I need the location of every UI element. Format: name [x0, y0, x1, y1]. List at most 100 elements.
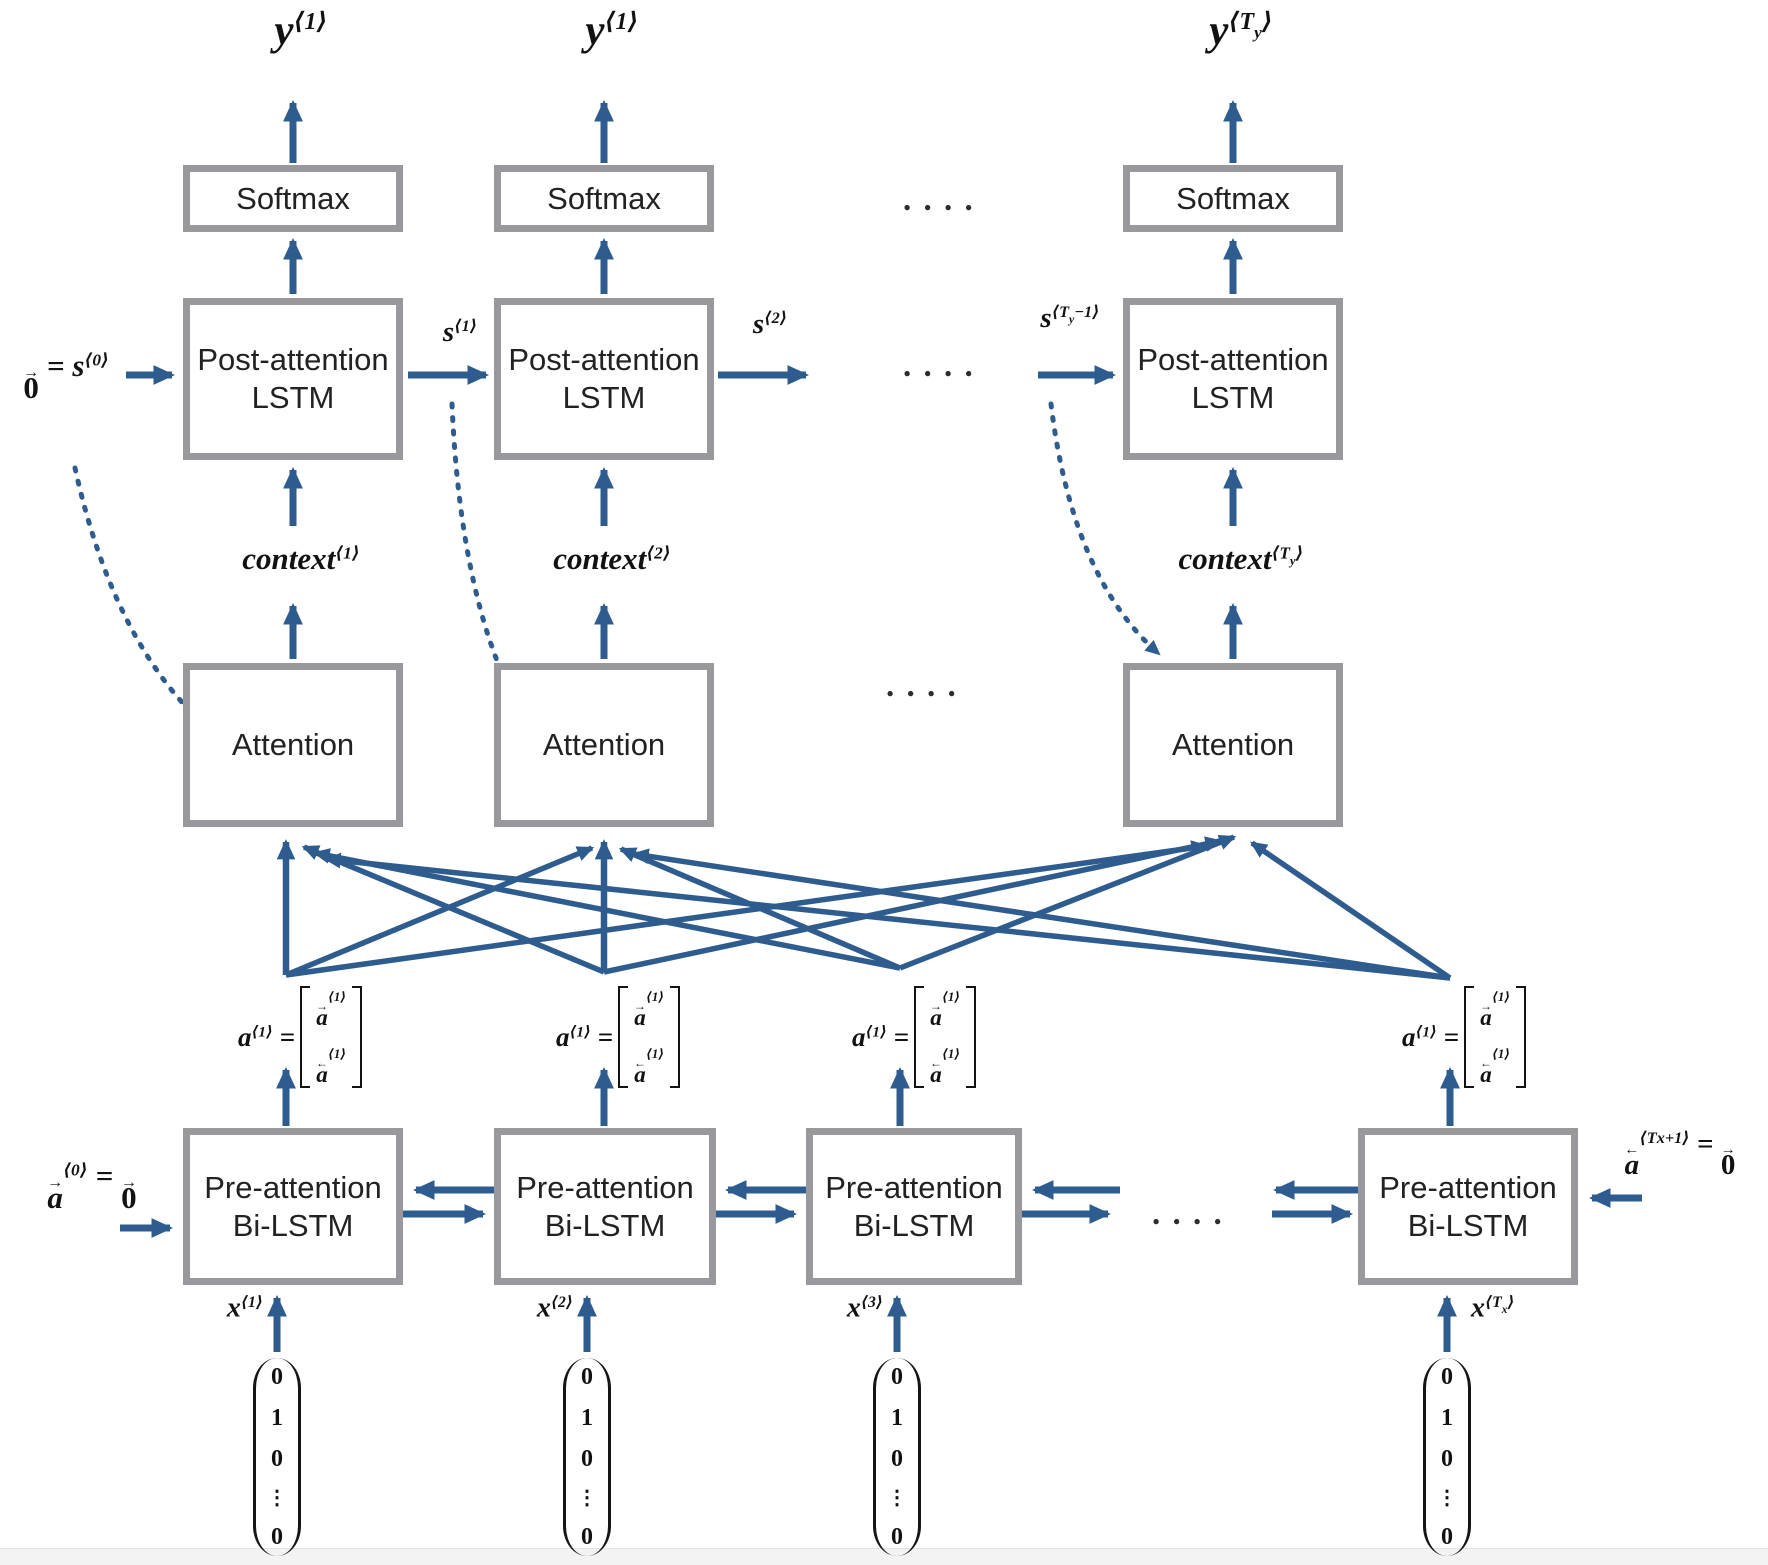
fan-line — [323, 852, 1451, 981]
pre-attention-bilstm-box: Pre-attention Bi-LSTM — [494, 1128, 716, 1285]
post-attention-lstm-box: Post-attention LSTM — [183, 298, 403, 460]
x-input-label: x⟨2⟩ — [536, 1292, 573, 1324]
left-bracket — [1464, 986, 1475, 1088]
a-forward-entry: →a⟨1⟩ — [1480, 990, 1511, 1031]
fan-line — [1250, 840, 1452, 981]
vector-entry: 1 — [1441, 1405, 1453, 1431]
a-vector-stack: →a⟨1⟩ ←a⟨1⟩ — [929, 987, 961, 1087]
fan-line — [285, 840, 1209, 978]
softmax-label: Softmax — [547, 180, 661, 216]
fan-line — [898, 834, 1237, 971]
a-equation-lhs: a⟨1⟩ = — [1402, 1021, 1460, 1052]
a-equation-lhs: a⟨1⟩ = — [556, 1021, 614, 1052]
ellipsis-bilstm-row: . . . . — [1152, 1196, 1224, 1232]
a-equation-lhs: a⟨1⟩ = — [852, 1021, 910, 1052]
right-bracket — [670, 986, 681, 1088]
context-label: context⟨1⟩ — [242, 541, 360, 576]
context-label: context⟨Ty⟩ — [1178, 541, 1304, 576]
a-forward-entry: →a⟨1⟩ — [316, 990, 347, 1031]
y-output-label: y⟨1⟩ — [274, 7, 328, 54]
x-input-label: x⟨3⟩ — [846, 1292, 883, 1324]
a-concat-equation: a⟨1⟩ = →a⟨1⟩ ←a⟨1⟩ — [1402, 986, 1527, 1088]
a-concat-equation: a⟨1⟩ = →a⟨1⟩ ←a⟨1⟩ — [852, 986, 977, 1088]
attention-box: Attention — [183, 663, 403, 827]
a-concat-equation: a⟨1⟩ = →a⟨1⟩ ←a⟨1⟩ — [556, 986, 681, 1088]
right-bracket — [966, 986, 977, 1088]
vector-entry: 0 — [1441, 1446, 1453, 1472]
attention-to-context-arrows — [283, 602, 1243, 659]
pre-attention-label-line2: Bi-LSTM — [853, 1207, 975, 1243]
vector-ellipsis: ⋮ — [1437, 1487, 1457, 1509]
softmax-label: Softmax — [236, 180, 350, 216]
vector-entry: 0 — [581, 1364, 593, 1390]
left-bracket — [914, 986, 925, 1088]
a-backward-entry: ←a⟨1⟩ — [1480, 1047, 1511, 1088]
post-attention-label-line1: Post-attention — [197, 342, 389, 378]
vector-entry: 0 — [271, 1524, 283, 1550]
right-bracket — [352, 986, 363, 1088]
fan-line — [631, 848, 1451, 981]
pre-attention-bilstm-box: Pre-attention Bi-LSTM — [1358, 1128, 1578, 1285]
softmax-box: Softmax — [183, 165, 403, 232]
fan-line — [284, 845, 595, 978]
lstm-to-softmax-arrows — [283, 237, 1243, 294]
a0-init-label: →a⟨0⟩ = →0 — [47, 1158, 137, 1216]
pre-attention-label-line2: Bi-LSTM — [544, 1207, 666, 1243]
attention-label: Attention — [231, 727, 355, 763]
vector-entry: 0 — [891, 1364, 903, 1390]
post-attention-label-line1: Post-attention — [508, 342, 700, 378]
context-to-lstm-arrows — [283, 466, 1243, 526]
fan-line — [603, 836, 1223, 975]
vector-entry: 1 — [891, 1405, 903, 1431]
post-attention-label-line2: LSTM — [562, 380, 646, 415]
pre-attention-bilstm-box: Pre-attention Bi-LSTM — [183, 1128, 403, 1285]
a-backward-entry: ←a⟨1⟩ — [634, 1047, 665, 1088]
one-hot-vector: 0 1 0 ⋮ 0 — [1423, 1358, 1471, 1556]
x-input-label: x⟨1⟩ — [226, 1292, 263, 1324]
post-attention-label-line2: LSTM — [1191, 380, 1275, 415]
post-attention-lstm-box: Post-attention LSTM — [494, 298, 714, 460]
pre-attention-label-line1: Pre-attention — [204, 1169, 382, 1205]
attention-box: Attention — [494, 663, 714, 827]
a-concat-equation: a⟨1⟩ = →a⟨1⟩ ←a⟨1⟩ — [238, 986, 363, 1088]
s2-label: s⟨2⟩ — [752, 308, 788, 341]
vector-ellipsis: ⋮ — [267, 1487, 287, 1509]
left-bracket — [300, 986, 311, 1088]
pre-attention-label-line2: Bi-LSTM — [232, 1207, 354, 1243]
vector-entry: 1 — [581, 1405, 593, 1431]
a-vector-stack: →a⟨1⟩ ←a⟨1⟩ — [633, 987, 665, 1087]
fan-line — [618, 846, 902, 971]
post-attention-label-line2: LSTM — [251, 380, 335, 415]
vector-entry: 0 — [891, 1446, 903, 1472]
one-hot-vector: 0 1 0 ⋮ 0 — [873, 1358, 921, 1556]
vector-entry: 1 — [271, 1405, 283, 1431]
vector-entry: 0 — [271, 1446, 283, 1472]
a-backward-entry: ←a⟨1⟩ — [316, 1047, 347, 1088]
attention-fan-lines — [276, 834, 1452, 981]
vector-ellipsis: ⋮ — [577, 1487, 597, 1509]
sTy-minus-1-label: s⟨Ty−1⟩ — [1040, 302, 1100, 335]
fan-line — [301, 844, 606, 975]
a-vector-stack: →a⟨1⟩ ←a⟨1⟩ — [315, 987, 347, 1087]
pre-attention-label-line1: Pre-attention — [1379, 1169, 1557, 1205]
softmax-box: Softmax — [494, 165, 714, 232]
attention-box: Attention — [1123, 663, 1343, 827]
dashed-arrow — [72, 465, 202, 723]
vector-entry: 0 — [581, 1524, 593, 1550]
s0-label: →0 = s⟨0⟩ — [23, 348, 109, 406]
pre-attention-bilstm-box: Pre-attention Bi-LSTM — [806, 1128, 1022, 1285]
fan-line — [312, 848, 901, 971]
attention-label: Attention — [542, 727, 666, 763]
ellipsis-softmax-row: . . . . — [903, 182, 975, 218]
y-output-label: y⟨Ty⟩ — [1209, 7, 1273, 54]
a-vector-stack: →a⟨1⟩ ←a⟨1⟩ — [1479, 987, 1511, 1087]
one-hot-vector: 0 1 0 ⋮ 0 — [253, 1358, 301, 1556]
one-hot-vector: 0 1 0 ⋮ 0 — [563, 1358, 611, 1556]
ellipsis-s-row: . . . . — [903, 348, 975, 384]
ellipsis-attention-row: . . . . — [886, 668, 958, 704]
softmax-box: Softmax — [1123, 165, 1343, 232]
vector-entry: 0 — [1441, 1524, 1453, 1550]
a-equation-lhs: a⟨1⟩ = — [238, 1021, 296, 1052]
softmax-to-y-arrows — [283, 99, 1243, 163]
